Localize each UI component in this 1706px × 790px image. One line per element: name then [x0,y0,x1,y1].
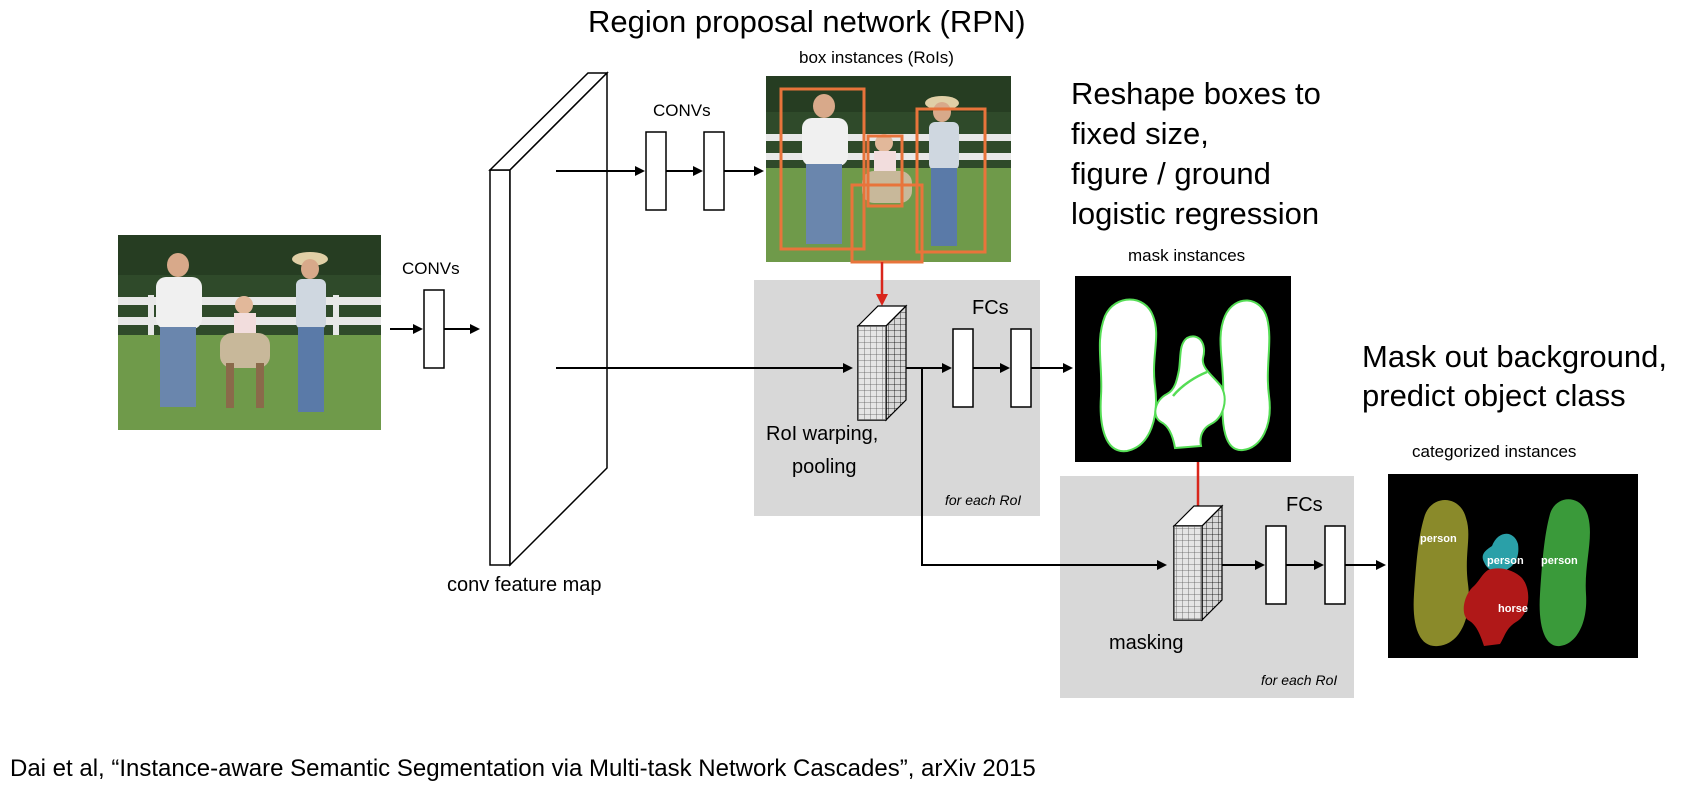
mask-instances-label: mask instances [1128,246,1246,265]
for-each-roi-2: for each RoI [1261,672,1338,688]
fc-block-1b [1010,328,1032,408]
categorized-instances-label: categorized instances [1412,442,1577,461]
conv-feature-map-label: conv feature map [447,574,602,596]
instance-label-person-1: person [1420,533,1457,545]
mask-instances-image [1075,276,1291,462]
categorized-instances-image: person person person horse [1388,474,1638,658]
fc-block-2a [1265,525,1287,605]
roi-warping-line-2: pooling [792,456,857,478]
conv-block-top-2 [703,131,725,211]
conv-block-top-1 [645,131,667,211]
mask-out-line-2: predict object class [1362,378,1626,413]
roi-warping-line-1: RoI warping, [766,423,879,445]
reshape-line-3: figure / ground [1071,156,1271,191]
fc-block-1a [952,328,974,408]
arrow-roi-to-masking [921,368,1167,570]
conv-block-left [423,289,445,369]
masking-grid [1172,504,1224,622]
for-each-roi-1: for each RoI [945,492,1022,508]
reshape-line-4: logistic regression [1071,196,1320,231]
reshape-line-1: Reshape boxes to [1071,76,1321,111]
fcs-label-1: FCs [972,297,1009,319]
convs-top-label: CONVs [653,101,711,120]
mask-out-line-1: Mask out background, [1362,339,1668,374]
reshape-line-2: fixed size, [1071,116,1209,151]
box-instances-label: box instances (RoIs) [799,48,954,67]
fcs-label-2: FCs [1286,494,1323,516]
fc-block-2b [1324,525,1346,605]
instance-label-person-3: person [1541,555,1578,567]
rpn-title: Region proposal network (RPN) [588,4,1026,39]
roi-warping-grid [856,304,908,422]
convs-left-label: CONVs [402,259,460,278]
masking-label: masking [1109,632,1184,654]
conv-feature-map-slab [488,71,609,567]
citation: Dai et al, “Instance-aware Semantic Segm… [10,755,1036,782]
instance-label-person-2: person [1487,555,1524,567]
instance-label-horse: horse [1498,603,1528,615]
input-image [118,235,381,430]
